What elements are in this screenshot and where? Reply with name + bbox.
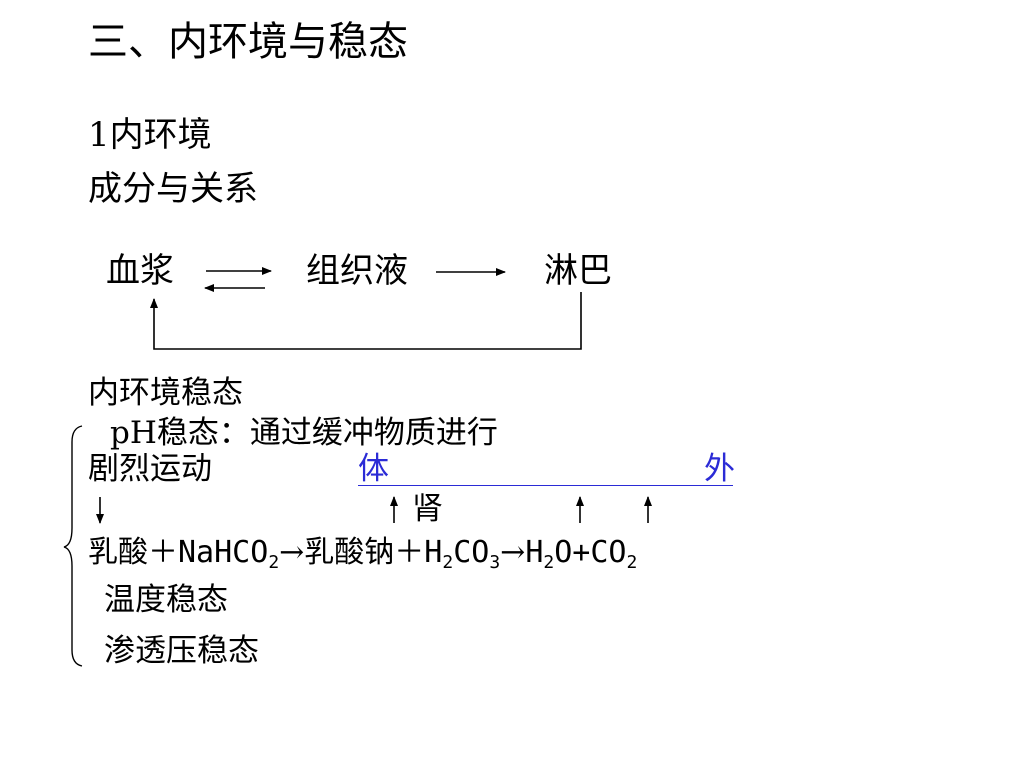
temperature-homeostasis: 温度稳态: [104, 582, 228, 618]
eq-o-plus-co: O+CO: [554, 535, 627, 570]
arrow-lymph-to-plasma: [150, 292, 582, 350]
eq-co-1: CO: [453, 535, 490, 570]
node-lymph: 淋巴: [544, 251, 612, 291]
outside-label: 外: [704, 451, 735, 487]
eq-sub-3: 3: [489, 552, 501, 573]
eq-arrow-1: →: [279, 535, 305, 570]
body-outside-underline: [358, 485, 733, 486]
eq-sodium-lactate: 乳酸钠: [304, 535, 395, 570]
buffer-equation: 乳酸＋NaHCO2→乳酸钠＋H2CO3→H2O+CO2: [88, 538, 637, 572]
eq-lactic-acid: 乳酸: [88, 535, 148, 570]
kidney-label: 肾: [412, 491, 443, 527]
node-plasma: 血浆: [106, 251, 174, 291]
ph-homeostasis-line: pH稳态：通过缓冲物质进行: [110, 415, 498, 451]
eq-sub-2b: 2: [442, 552, 454, 573]
left-brace: [63, 425, 83, 667]
eq-arrow-2: →: [500, 535, 526, 570]
node-tissue-fluid: 组织液: [306, 251, 408, 291]
eq-sub-2a: 2: [268, 552, 280, 573]
eq-plus: ＋: [148, 535, 178, 570]
body-label: 体: [358, 451, 389, 487]
section-heading: 1内环境: [88, 115, 212, 155]
exercise-label: 剧烈运动: [88, 451, 212, 487]
eq-sub-2c: 2: [543, 552, 555, 573]
eq-nahco: NaHCO: [178, 535, 269, 570]
eq-plus-2: ＋: [394, 535, 425, 570]
eq-h-2: H: [525, 535, 544, 570]
homeostasis-title: 内环境稳态: [88, 375, 243, 411]
osmotic-homeostasis: 渗透压稳态: [104, 633, 259, 669]
eq-sub-2d: 2: [626, 552, 638, 573]
eq-h-1: H: [424, 535, 443, 570]
page-title: 三、内环境与稳态: [88, 19, 408, 65]
section-subheading: 成分与关系: [88, 169, 258, 209]
